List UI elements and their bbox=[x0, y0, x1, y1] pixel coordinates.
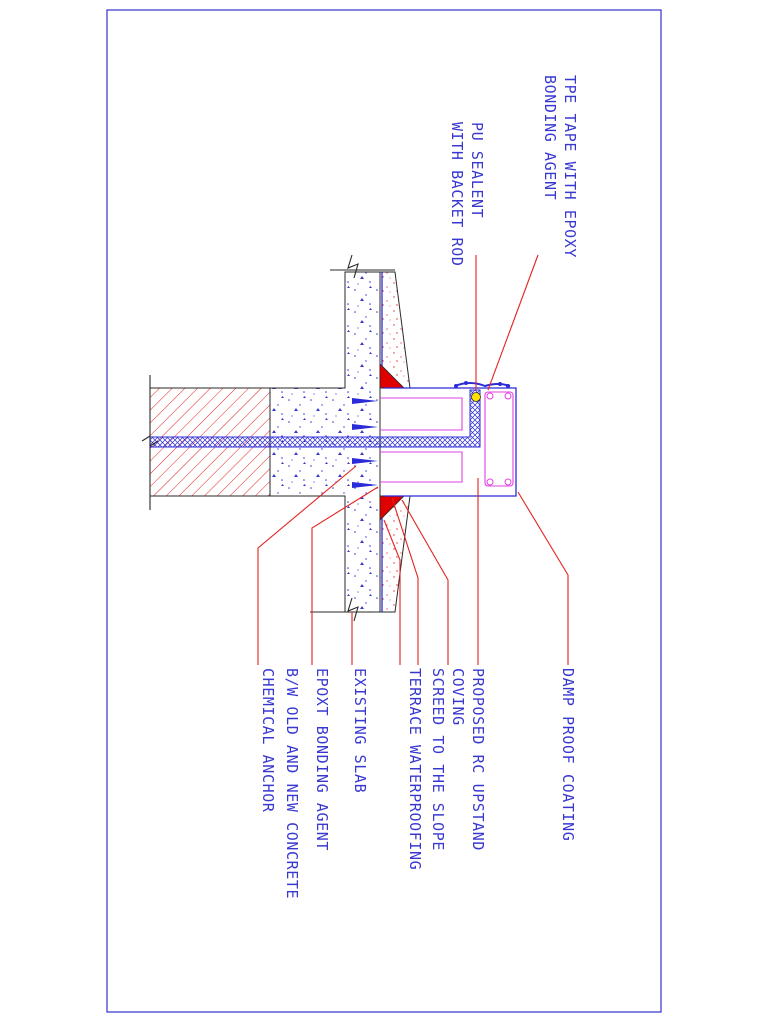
label-terrace-waterproofing: TERRACE WATERPROOFING bbox=[406, 668, 424, 870]
label-existing-slab: EXISTING SLAB bbox=[351, 668, 369, 793]
expansion-joint bbox=[141, 389, 481, 448]
label-pu-sealent-line1: PU SEALENT bbox=[468, 122, 486, 218]
label-chemical-anchor: CHEMICAL ANCHOR bbox=[259, 668, 277, 813]
label-tpe-tape-line2: BONDING AGENT bbox=[541, 75, 559, 200]
pu-sealant-backer-rod bbox=[471, 392, 481, 402]
tpe-tape bbox=[454, 382, 511, 388]
label-coving: COVING bbox=[449, 668, 467, 726]
chemical-anchors bbox=[352, 398, 378, 488]
sheet-border bbox=[106, 9, 662, 1013]
tape-studs bbox=[454, 381, 510, 388]
label-epoxy-line1: EPOXT BONDING AGENT bbox=[313, 668, 331, 851]
label-tpe-tape-line1: TPE TAPE WITH EPOXY bbox=[561, 75, 579, 258]
label-pu-sealent-line2: WITH BACKET ROD bbox=[448, 122, 466, 266]
label-rc-upstand: PROPOSED RC UPSTAND bbox=[469, 668, 487, 851]
label-epoxy-line2: B/W OLD AND NEW CONCRETE bbox=[283, 668, 301, 899]
label-screed: SCREED TO THE SLOPE bbox=[429, 668, 447, 851]
leader-lines bbox=[257, 254, 569, 665]
label-damp-proof-coating: DAMP PROOF COATING bbox=[559, 668, 577, 841]
